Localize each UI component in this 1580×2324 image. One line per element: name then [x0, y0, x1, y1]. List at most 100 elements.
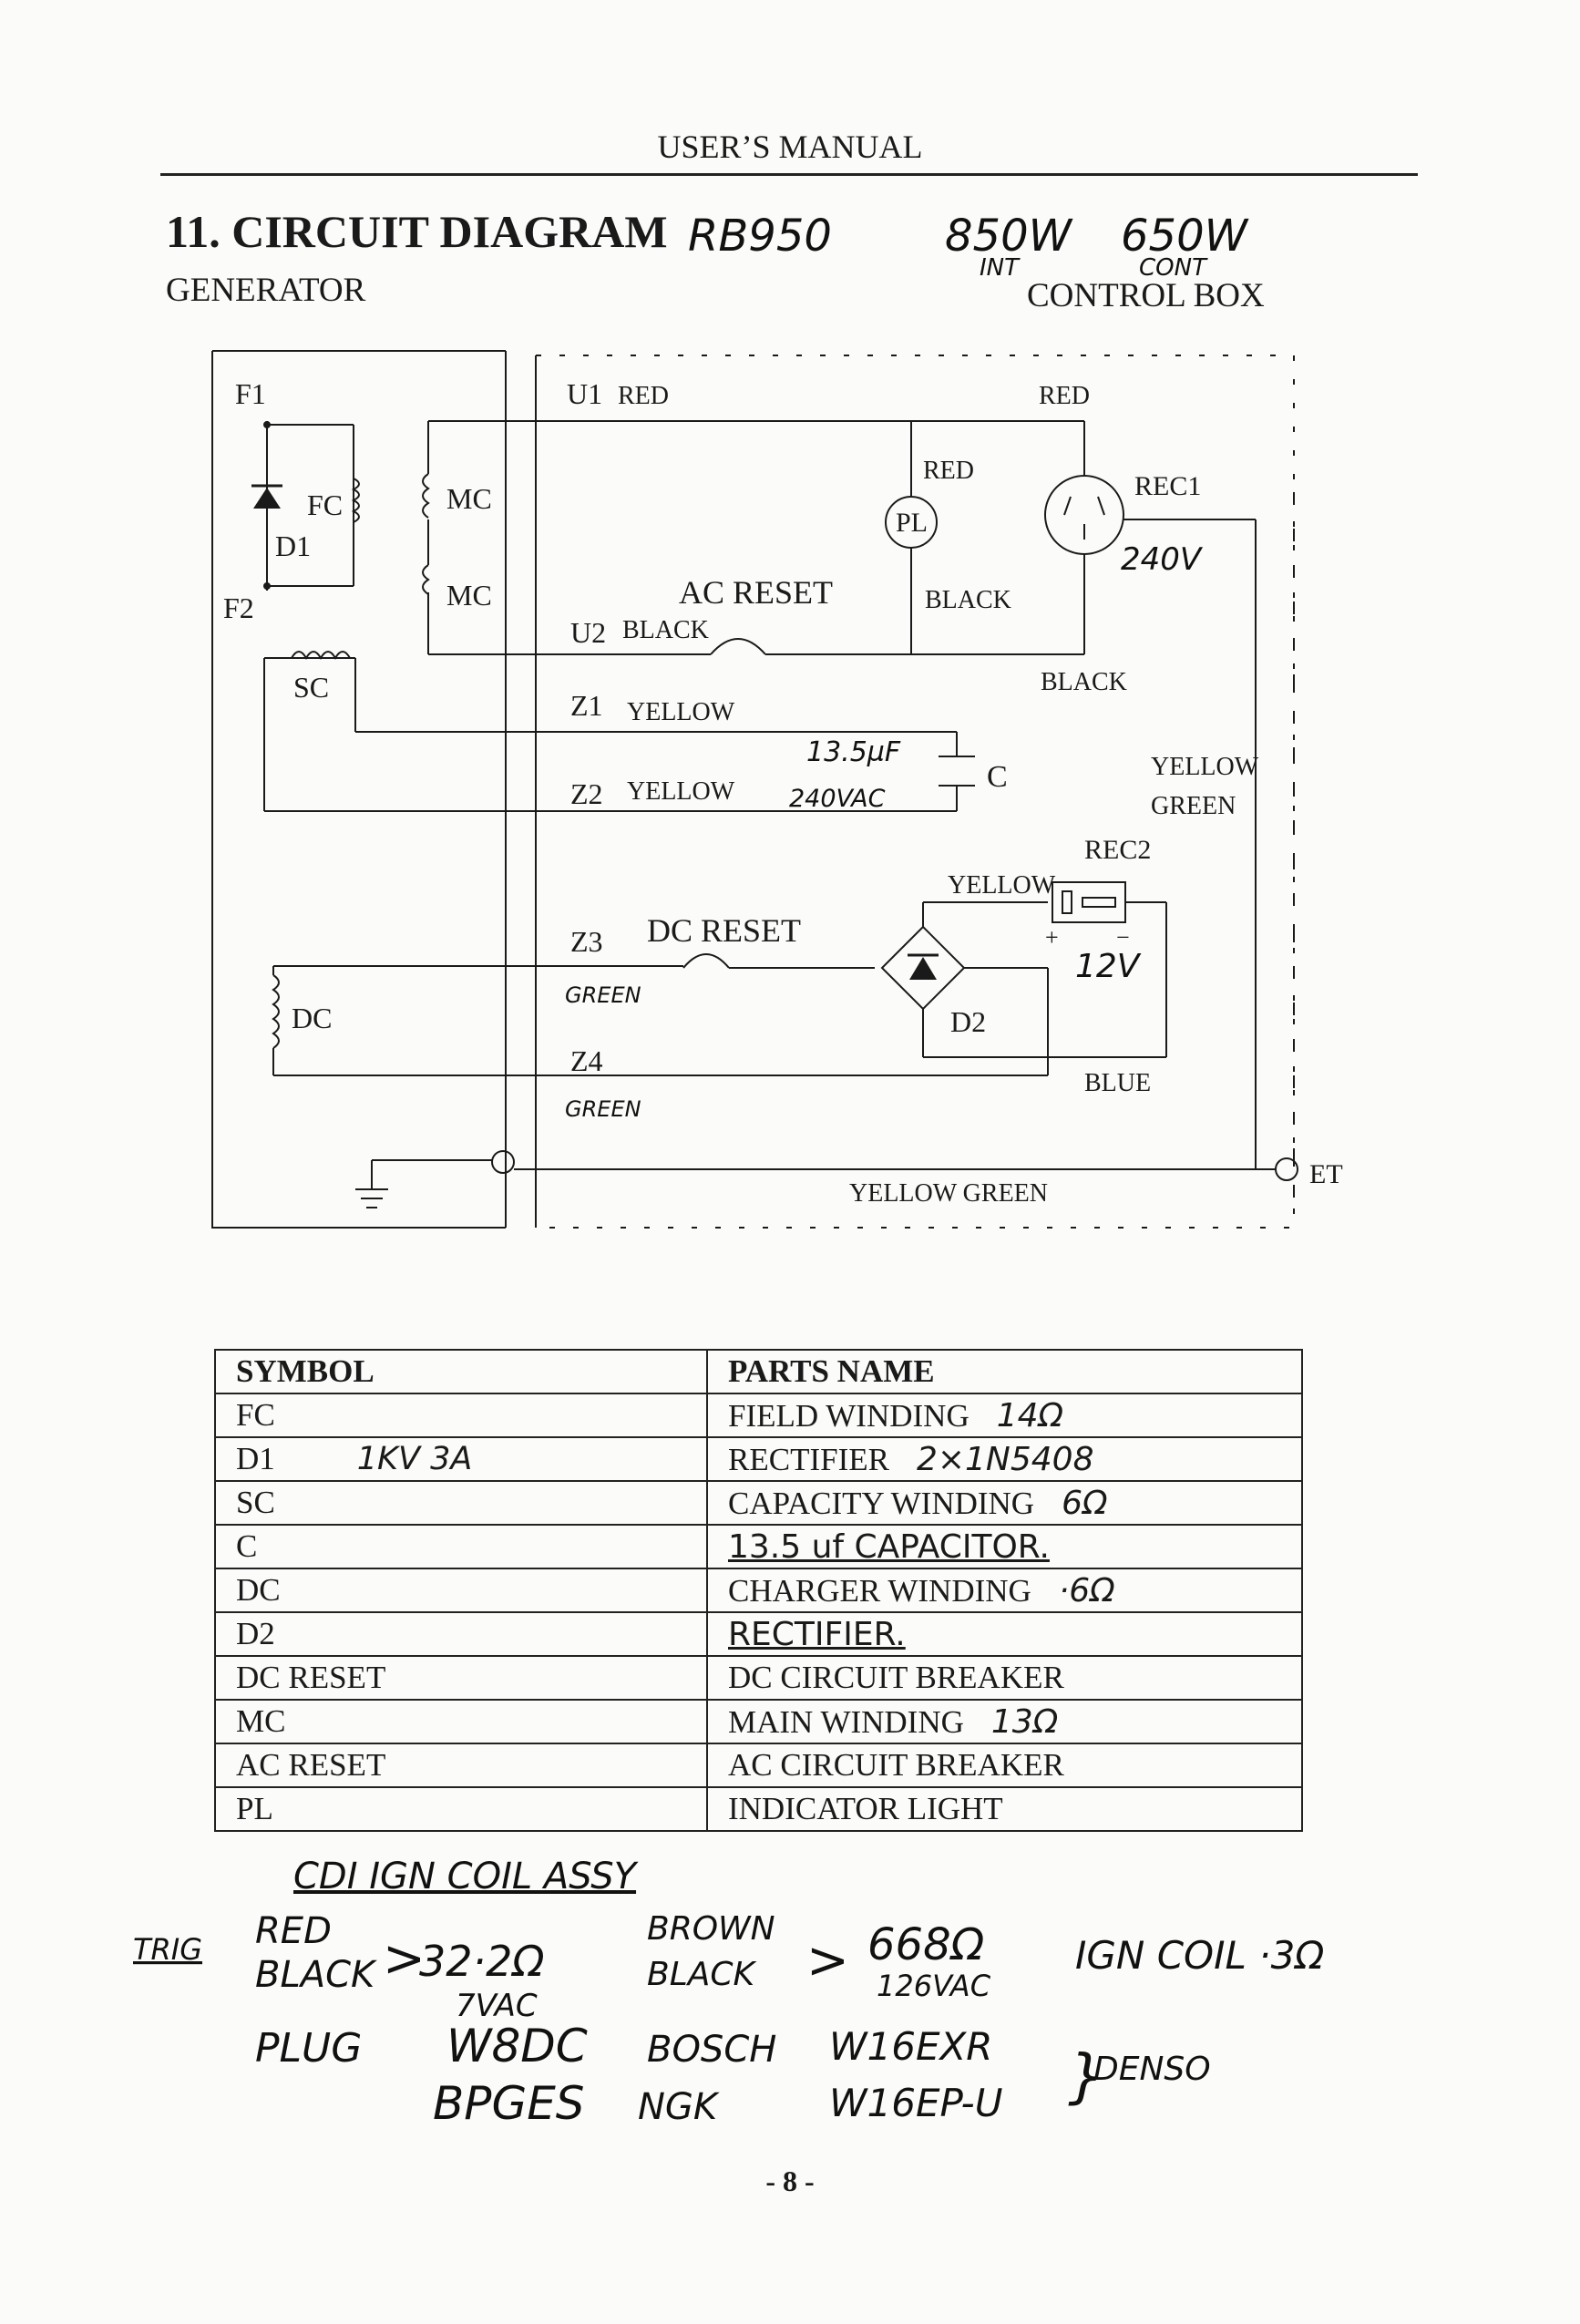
z4-color-note: GREEN — [565, 1096, 641, 1122]
control-box-label: CONTROL BOX — [1027, 277, 1265, 314]
model-annotation: RB950 — [688, 211, 832, 262]
symbol-cell: SC — [214, 1480, 708, 1526]
continuous-power-note: 650W — [1121, 211, 1249, 262]
parts-name-cell: MAIN WINDING 13Ω — [706, 1699, 1303, 1744]
symbol-cell: PL — [214, 1786, 708, 1832]
label-yellow-green: YELLOW GREEN — [849, 1179, 1048, 1208]
parts-table-header: SYMBOL PARTS NAME — [214, 1349, 1303, 1394]
parts-name-text: CAPACITY WINDING — [728, 1485, 1035, 1521]
table-row: SC CAPACITY WINDING 6Ω — [214, 1480, 1303, 1526]
parts-name-cell: FIELD WINDING 14Ω — [706, 1393, 1303, 1438]
generator-frame — [211, 350, 507, 1229]
plug-label: PLUG — [255, 2025, 362, 2072]
label-z4: Z4 — [570, 1044, 603, 1077]
generator-label: GENERATOR — [166, 272, 366, 309]
label-z1: Z1 — [570, 689, 603, 722]
label-u1-red: RED — [618, 382, 669, 410]
label-rec2: REC2 — [1084, 835, 1151, 865]
parts-name-text: RECTIFIER — [728, 1441, 889, 1477]
label-f1: F1 — [235, 377, 266, 410]
label-sc: SC — [293, 671, 329, 704]
symbol-cell: D1 1KV 3A — [214, 1436, 708, 1482]
symbol-text: DC RESET — [236, 1660, 386, 1695]
parts-name-text: FIELD WINDING — [728, 1397, 970, 1434]
table-row: C 13.5 uf CAPACITOR. — [214, 1524, 1303, 1569]
table-row: D1 1KV 3A RECTIFIER 2×1N5408 — [214, 1436, 1303, 1482]
parts-name-text: INDICATOR LIGHT — [728, 1791, 1003, 1826]
trigger-voltage: 7VAC — [456, 1988, 538, 2024]
parts-name-handwritten-note: 14Ω — [996, 1396, 1064, 1435]
label-f2: F2 — [223, 591, 254, 624]
parts-name-header: PARTS NAME — [706, 1349, 1303, 1394]
symbol-cell: FC — [214, 1393, 708, 1438]
coil-voltage: 126VAC — [877, 1969, 991, 2003]
denso-brace: } — [1068, 2043, 1105, 2111]
symbol-text: DC — [236, 1572, 281, 1608]
parts-name-handwritten-note: 13Ω — [990, 1702, 1059, 1741]
black-wire-note-2: BLACK — [647, 1956, 757, 1993]
label-blue: BLUE — [1084, 1069, 1151, 1097]
label-c: C — [987, 760, 1008, 794]
intermittent-label: INT — [980, 254, 1021, 282]
parts-name-cell: 13.5 uf CAPACITOR. — [706, 1524, 1303, 1569]
rec1-voltage-note: 240V — [1121, 541, 1204, 578]
label-dc: DC — [292, 1002, 332, 1034]
ngk-plug-code: BPGES — [433, 2077, 585, 2130]
parts-name-text: MAIN WINDING — [728, 1703, 964, 1740]
table-row: PL INDICATOR LIGHT — [214, 1786, 1303, 1832]
capacitor-rating-note: 240VAC — [789, 785, 886, 813]
denso-plug-code-1: W16EXR — [829, 2024, 992, 2069]
symbol-cell: C — [214, 1524, 708, 1569]
symbol-text: D1 — [236, 1441, 275, 1476]
table-row: DC RESET DC CIRCUIT BREAKER — [214, 1655, 1303, 1701]
symbol-text: C — [236, 1528, 258, 1564]
section-title: 11. CIRCUIT DIAGRAM — [166, 206, 668, 257]
parts-name-cell: RECTIFIER 2×1N5408 — [706, 1436, 1303, 1482]
label-rec1: REC1 — [1134, 471, 1201, 501]
parts-name-handwritten-note: 6Ω — [1062, 1484, 1108, 1522]
parts-name-text: 13.5 uf CAPACITOR. — [728, 1527, 1050, 1566]
symbol-cell: AC RESET — [214, 1743, 708, 1788]
label-d2: D2 — [950, 1005, 986, 1038]
red-wire-note: RED — [255, 1910, 332, 1952]
brace-1: > — [383, 1929, 426, 1989]
label-green-right: GREEN — [1151, 792, 1236, 820]
symbol-text: D2 — [236, 1616, 275, 1651]
symbol-text: MC — [236, 1703, 286, 1739]
brown-wire-note: BROWN — [647, 1910, 775, 1948]
table-row: MC MAIN WINDING 13Ω — [214, 1699, 1303, 1744]
cdi-title: CDI IGN COIL ASSY — [293, 1856, 640, 1897]
symbol-cell: D2 — [214, 1611, 708, 1657]
bosch-brand: BOSCH — [647, 2029, 776, 2071]
label-fc: FC — [307, 488, 343, 521]
symbol-text: SC — [236, 1485, 275, 1520]
label-yellow-right: YELLOW — [1151, 753, 1259, 781]
label-dc-reset: DC RESET — [647, 912, 801, 949]
label-u2: U2 — [570, 616, 606, 649]
parts-table-body: FC FIELD WINDING 14Ω D1 1KV 3A RECTIFIER 2×1N5… — [214, 1393, 1303, 1832]
label-u2-black: BLACK — [622, 616, 709, 644]
parts-name-cell: AC CIRCUIT BREAKER — [706, 1743, 1303, 1788]
rec2-voltage-note: 12V — [1075, 948, 1142, 985]
table-row: FC FIELD WINDING 14Ω — [214, 1393, 1303, 1438]
bosch-plug-code: W8DC — [446, 2020, 588, 2072]
symbol-text: AC RESET — [236, 1747, 386, 1783]
ign-coil-note: IGN COIL ·3Ω — [1075, 1933, 1324, 1978]
parts-name-text: DC CIRCUIT BREAKER — [728, 1660, 1064, 1695]
denso-plug-code-2: W16EP-U — [829, 2081, 1002, 2125]
label-ac-reset: AC RESET — [679, 574, 833, 611]
symbol-handwritten-note: 1KV 3A — [356, 1441, 473, 1477]
parts-name-handwritten-note: 2×1N5408 — [916, 1440, 1094, 1478]
symbol-cell: DC — [214, 1568, 708, 1613]
label-mc-upper: MC — [446, 482, 492, 515]
label-rec2-yellow: YELLOW — [948, 871, 1056, 900]
symbol-cell: DC RESET — [214, 1655, 708, 1701]
continuous-label: CONT — [1139, 254, 1208, 282]
ngk-brand: NGK — [638, 2086, 720, 2128]
parts-name-text: AC CIRCUIT BREAKER — [728, 1747, 1064, 1783]
header-rule — [160, 173, 1418, 176]
label-z2-yellow: YELLOW — [627, 777, 735, 806]
